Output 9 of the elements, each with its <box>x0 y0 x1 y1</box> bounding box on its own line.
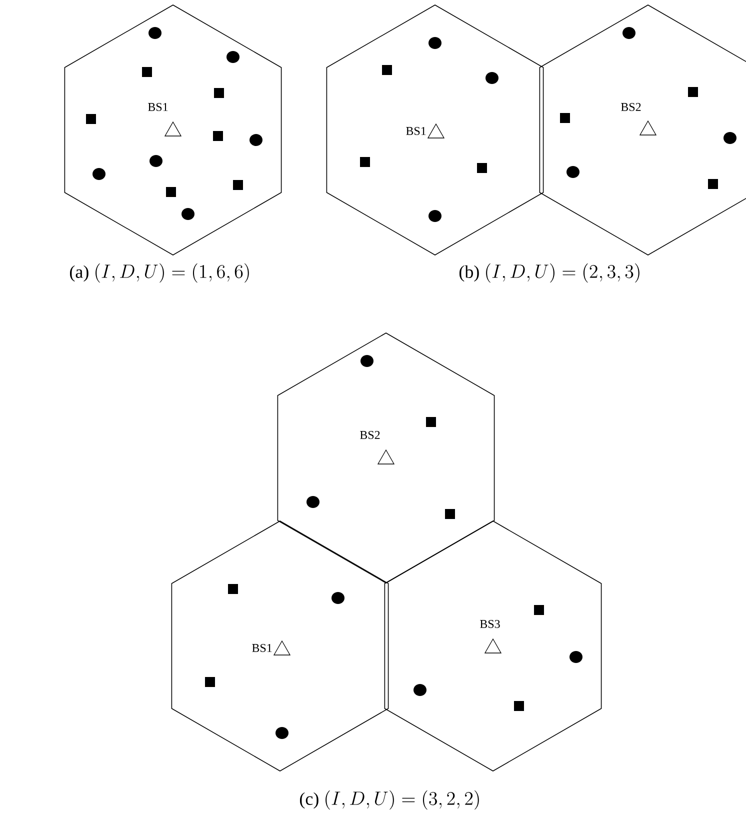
caption: (c) $(I,D,U)=(3,2,2)$ <box>300 790 479 810</box>
hexagonal-cell: BS2 <box>277 332 495 584</box>
caption: (a) $(I,D,U)=(1,6,6)$ <box>70 263 249 283</box>
caption: (b) $(I,D,U)=(2,3,3)$ <box>459 263 640 283</box>
hexagonal-cell: BS1 <box>64 4 282 256</box>
hexagonal-cell: BS2 <box>539 4 746 256</box>
hexagonal-cell: BS1 <box>171 520 389 772</box>
hexagonal-cell: BS3 <box>384 520 602 772</box>
hexagonal-cell: BS1 <box>326 4 544 256</box>
